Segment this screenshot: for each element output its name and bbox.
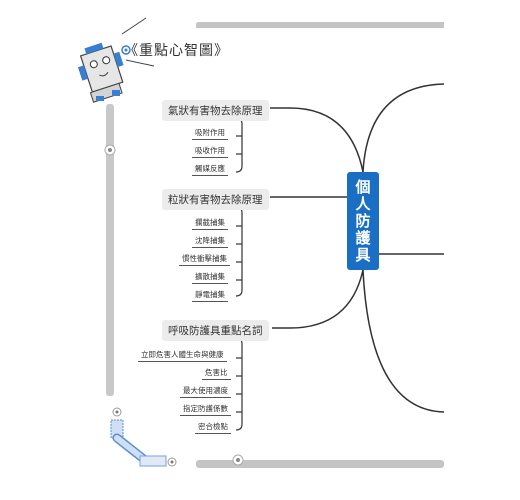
leaf-node: 最大使用濃度 <box>180 385 231 398</box>
leaf-node: 危害比 <box>202 367 231 380</box>
leaf-node: 觸媒反應 <box>192 163 228 176</box>
leaf-node: 靜電捕集 <box>192 289 228 302</box>
leaf-node: 指定防護係數 <box>180 403 231 416</box>
leaf-node: 沈降捕集 <box>192 235 228 248</box>
branch-node-particle-removal: 粒狀有害物去除原理 <box>162 189 269 210</box>
leaf-node: 吸收作用 <box>192 145 228 158</box>
center-label: 個人防護具 <box>353 178 372 264</box>
leaf-node: 擴散捕集 <box>192 271 228 284</box>
leaf-node: 攔截捕集 <box>192 217 228 230</box>
leaf-node: 吸附作用 <box>192 127 228 140</box>
center-node: 個人防護具 <box>347 172 379 270</box>
branch-node-respirator-terms: 呼吸防護具重點名詞 <box>162 320 269 341</box>
leaf-node: 密合檢點 <box>195 421 231 434</box>
leaf-node: 慣性衝擊捕集 <box>179 253 230 266</box>
leaf-node: 立即危害人體生命與健康 <box>138 349 227 362</box>
page-title: 《重點心智圖》 <box>124 43 229 59</box>
branch-node-gas-removal: 氣狀有害物去除原理 <box>162 100 269 121</box>
